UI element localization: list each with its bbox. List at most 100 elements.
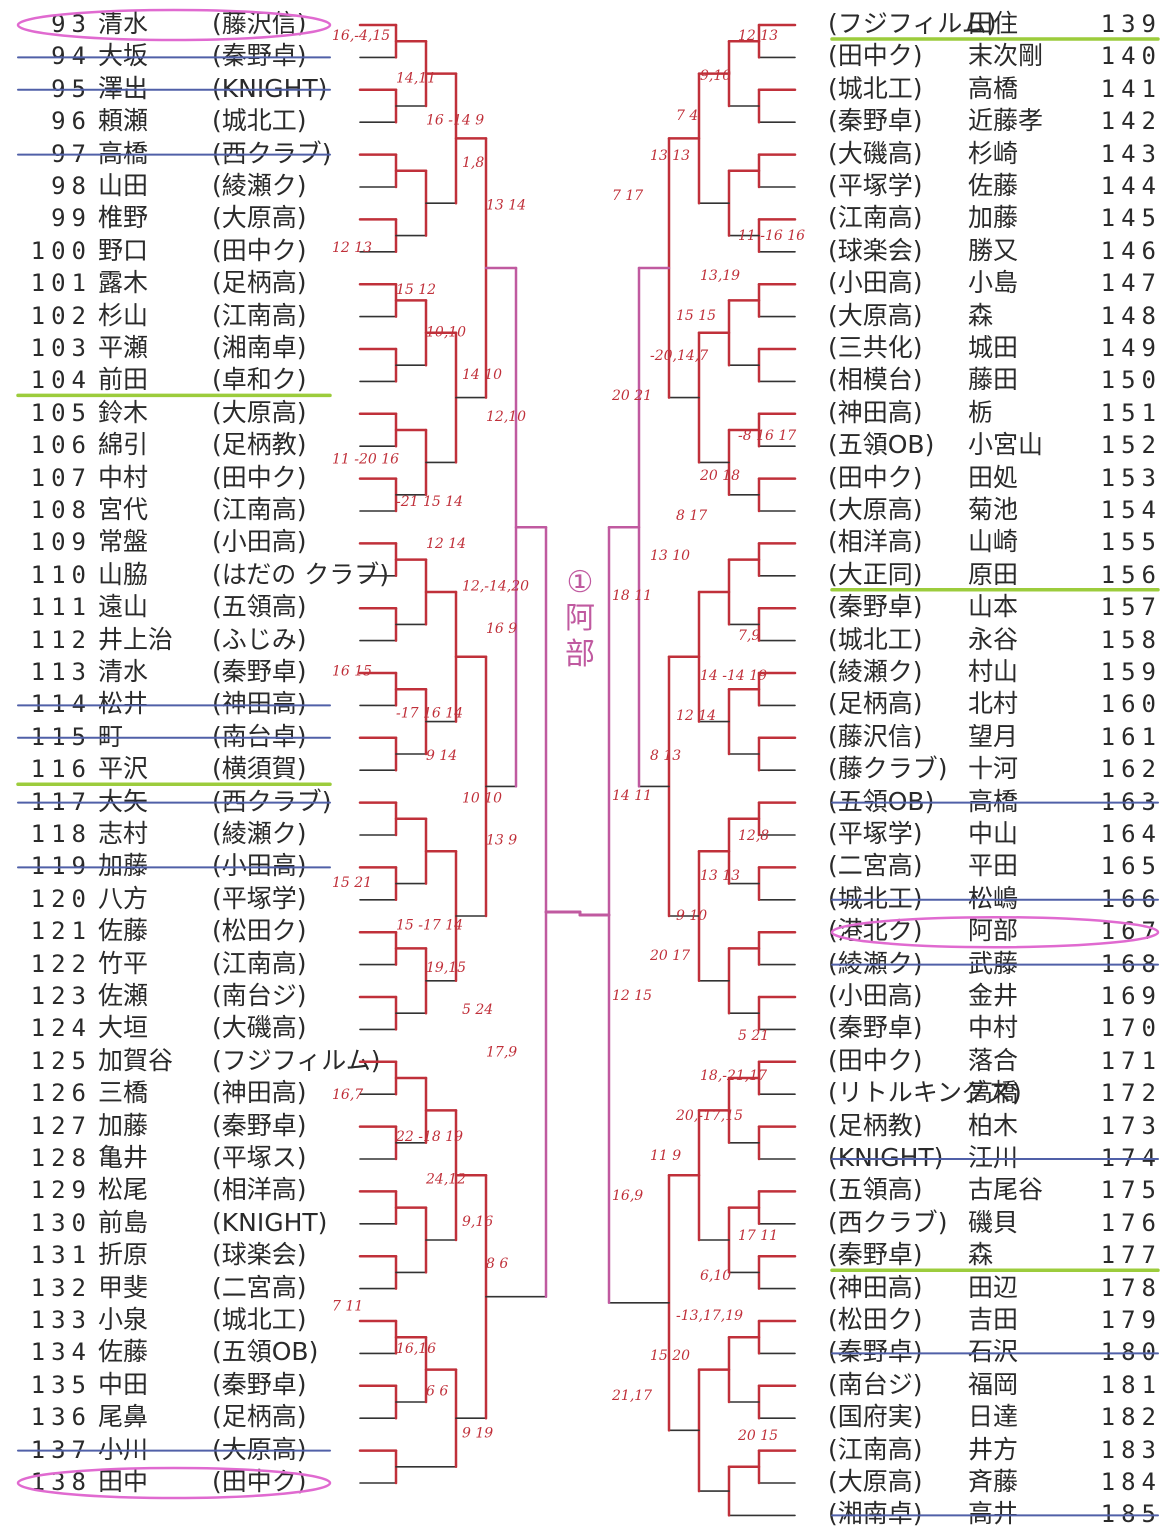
entry-num: 123 <box>30 982 92 1010</box>
entry-num: 118 <box>30 820 92 848</box>
entry-name: 清水 <box>98 657 149 686</box>
entry-team: (湘南卓) <box>828 1499 923 1529</box>
entry-team: (大磯高) <box>212 1013 307 1043</box>
entry-num: 140 <box>1100 42 1162 71</box>
entry-name: 勝又 <box>968 235 1019 265</box>
entry-num: 143 <box>1100 139 1162 168</box>
entry-num: 107 <box>30 463 92 492</box>
score-note: 19,15 <box>426 960 466 976</box>
entry-name: 前田 <box>98 365 149 395</box>
entry-name: 北村 <box>968 689 1019 719</box>
entry-name: 高橋 <box>98 138 149 168</box>
entry-name: 武藤 <box>968 948 1019 978</box>
entry-num: 148 <box>1100 301 1162 330</box>
entry-name: 森 <box>968 1240 994 1270</box>
entry-name: 鈴木 <box>98 397 149 427</box>
entry-num: 98 <box>51 172 92 200</box>
entry-team: (KNIGHT) <box>212 1207 328 1237</box>
entry-num: 151 <box>1100 398 1162 427</box>
entry-name: 中村 <box>98 462 149 492</box>
entry-name: 栃 <box>968 397 994 427</box>
entry-team: (足柄教) <box>212 430 307 460</box>
entry-num: 180 <box>1100 1338 1162 1367</box>
entry-name: 末次剛 <box>968 41 1044 71</box>
entry-num: 103 <box>30 334 92 362</box>
score-note: 17,9 <box>486 1044 517 1060</box>
entry-name: 高橋 <box>968 73 1019 103</box>
entry-num: 96 <box>51 107 92 136</box>
entry-team: (大原高) <box>828 1467 923 1496</box>
entry-team: (球楽会) <box>212 1240 307 1270</box>
entry-num: 160 <box>1100 690 1162 719</box>
entry-name: 杉山 <box>98 300 149 330</box>
entry-name: 平沢 <box>98 754 149 784</box>
entry-team: (神田高) <box>212 1078 307 1108</box>
score-note: 12,8 <box>738 828 769 844</box>
entry-num: 164 <box>1100 820 1162 848</box>
score-note: 24,12 <box>425 1172 466 1188</box>
entry-name: 三橋 <box>98 1078 149 1108</box>
score-note: 15 20 <box>650 1348 690 1364</box>
score-note: 16 15 <box>332 663 372 679</box>
entry-team: (西クラブ) <box>828 1207 948 1237</box>
entry-team: (江南高) <box>828 1434 923 1464</box>
entry-team: (城北工) <box>212 106 307 136</box>
entry-name: 竹平 <box>98 948 149 978</box>
entry-num: 145 <box>1100 204 1162 233</box>
score-note: 9,10 <box>700 68 731 84</box>
score-note: 7,9 <box>738 628 760 644</box>
score-note: 13,19 <box>700 268 740 284</box>
entry-num: 129 <box>30 1176 92 1205</box>
entry-team: (五領高) <box>828 1175 923 1205</box>
entry-num: 182 <box>1100 1403 1162 1432</box>
entry-team: (南台卓) <box>212 721 307 751</box>
entry-team: (小田高) <box>212 527 307 557</box>
score-note: 20 21 <box>611 388 652 404</box>
entry-num: 120 <box>30 884 92 913</box>
entry-name: 高橋 <box>968 786 1019 816</box>
entry-name: 田中 <box>98 1467 149 1496</box>
entry-num: 165 <box>1100 852 1162 881</box>
entry-num: 169 <box>1100 982 1162 1010</box>
entry-name: 藤田 <box>968 365 1019 395</box>
entry-name: 宮代 <box>98 495 149 524</box>
entry-name: 山本 <box>968 592 1019 622</box>
entry-team: (藤沢信) <box>828 721 923 751</box>
entry-num: 159 <box>1100 658 1162 686</box>
entry-team: (五領高) <box>212 592 307 622</box>
entry-team: (卓和ク) <box>212 365 307 395</box>
entry-team: (大磯高) <box>828 138 923 168</box>
entry-num: 116 <box>30 755 92 784</box>
score-note: 10 10 <box>462 790 502 806</box>
entry-name: 松尾 <box>98 1175 149 1205</box>
entry-name: 中田 <box>98 1369 149 1399</box>
entry-num: 173 <box>1100 1111 1162 1140</box>
entry-num: 132 <box>30 1273 92 1302</box>
score-note: 15 21 <box>332 875 372 891</box>
